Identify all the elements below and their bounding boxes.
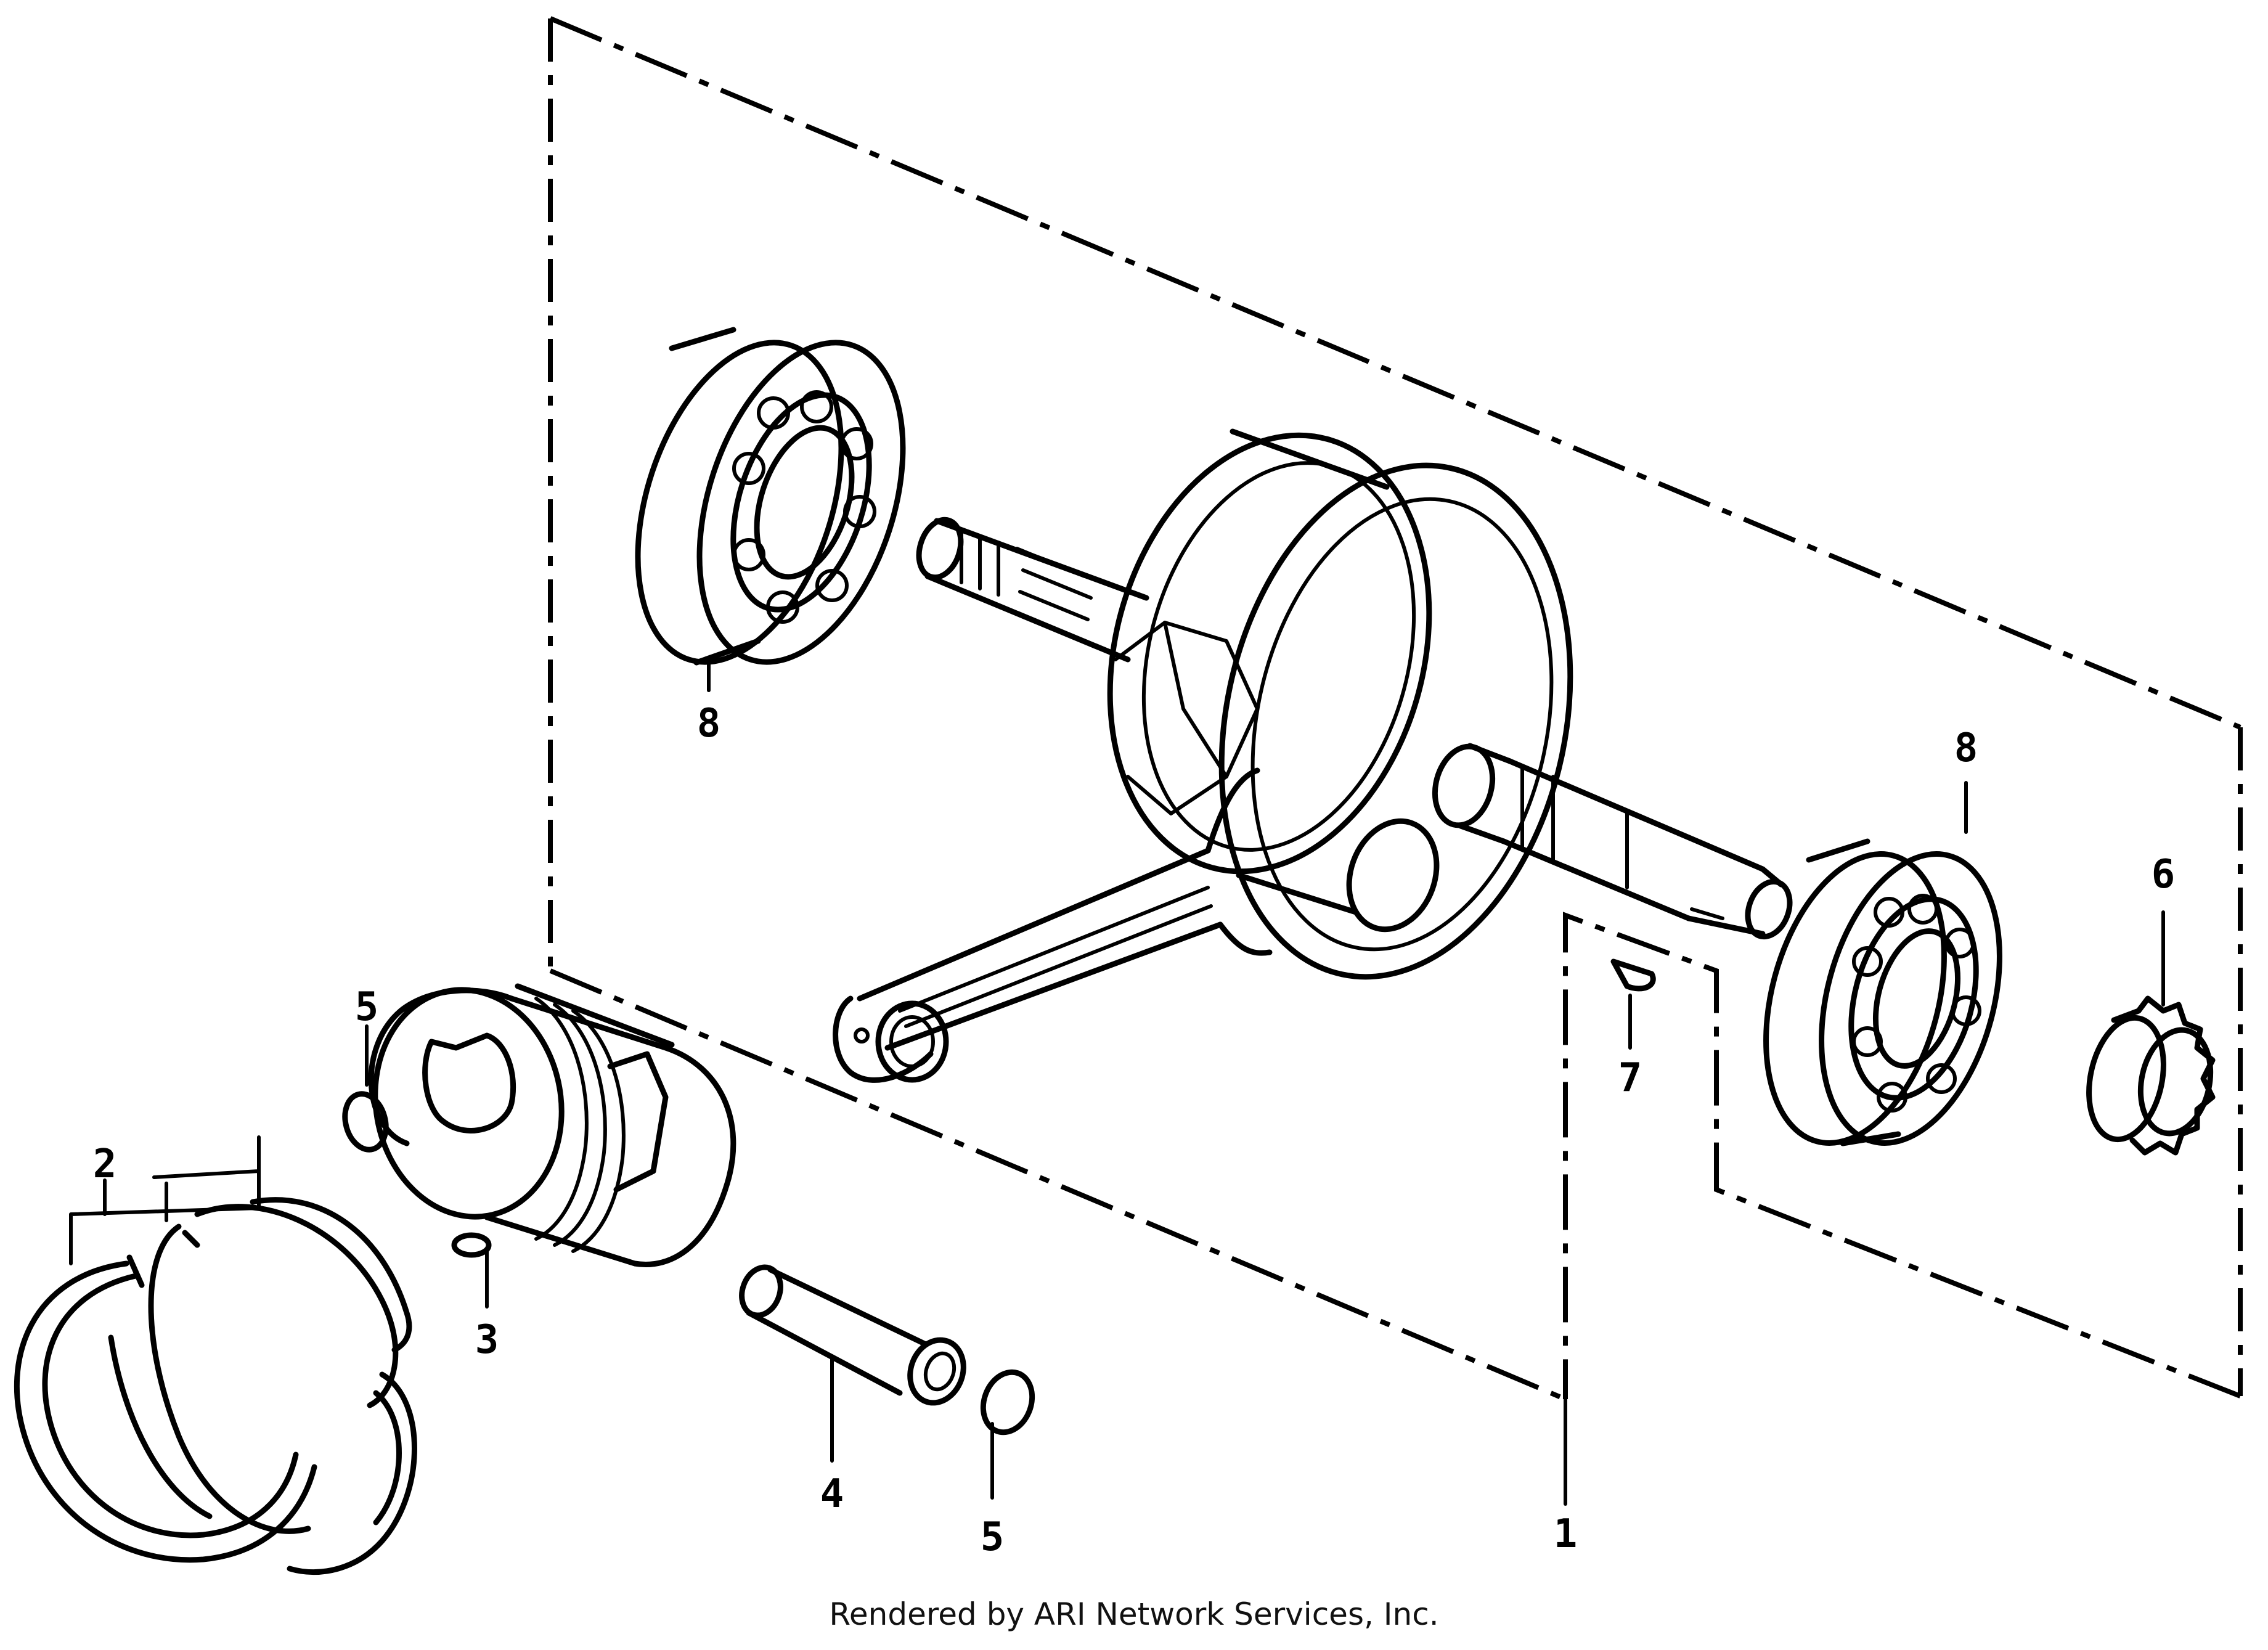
- callout-crankshaft: 1: [1554, 1511, 1578, 1557]
- render-credit: Rendered by ARI Network Services, Inc.: [829, 1596, 1439, 1632]
- right-ball-bearing: [1763, 781, 2002, 1146]
- crankshaft-right-shaft: [1432, 743, 1793, 940]
- piston-pin-clip-upper: [342, 1024, 389, 1153]
- crankshaft-left-stub: [916, 517, 1149, 663]
- connecting-rod: [833, 767, 1273, 1083]
- left-ball-bearing: [635, 327, 906, 692]
- crankshaft: [833, 428, 1793, 1083]
- crankshaft-rear-flywheel: [1107, 432, 1432, 875]
- callout-bearing-right: 8: [1954, 725, 1978, 771]
- callout-piston-ring-set: 2: [93, 1142, 117, 1187]
- callout-timing-gear: 6: [2152, 852, 2176, 897]
- callout-labels: 1 2 3 4 5 5 6 7 8 8: [93, 701, 2176, 1560]
- callout-clip-lower: 5: [981, 1514, 1005, 1560]
- crankshaft-front-flywheel: [1218, 462, 1573, 980]
- piston-ring-set: [14, 1135, 417, 1575]
- piston: [368, 983, 736, 1309]
- callout-bearing-left: 8: [697, 701, 721, 746]
- callout-clip-upper: 5: [355, 984, 379, 1030]
- timing-gear: [2086, 910, 2216, 1156]
- callout-woodruff-key: 7: [1618, 1055, 1642, 1101]
- assembly-boundary: [548, 16, 2243, 1402]
- callout-piston: 3: [475, 1317, 499, 1363]
- piston-pin: [739, 1264, 966, 1463]
- left-bearing-balls: [732, 390, 876, 624]
- piston-pin-clip-lower: [980, 1369, 1035, 1500]
- callout-piston-pin: 4: [820, 1471, 844, 1517]
- right-bearing-balls: [1852, 894, 1981, 1113]
- woodruff-key: [1610, 958, 1656, 1050]
